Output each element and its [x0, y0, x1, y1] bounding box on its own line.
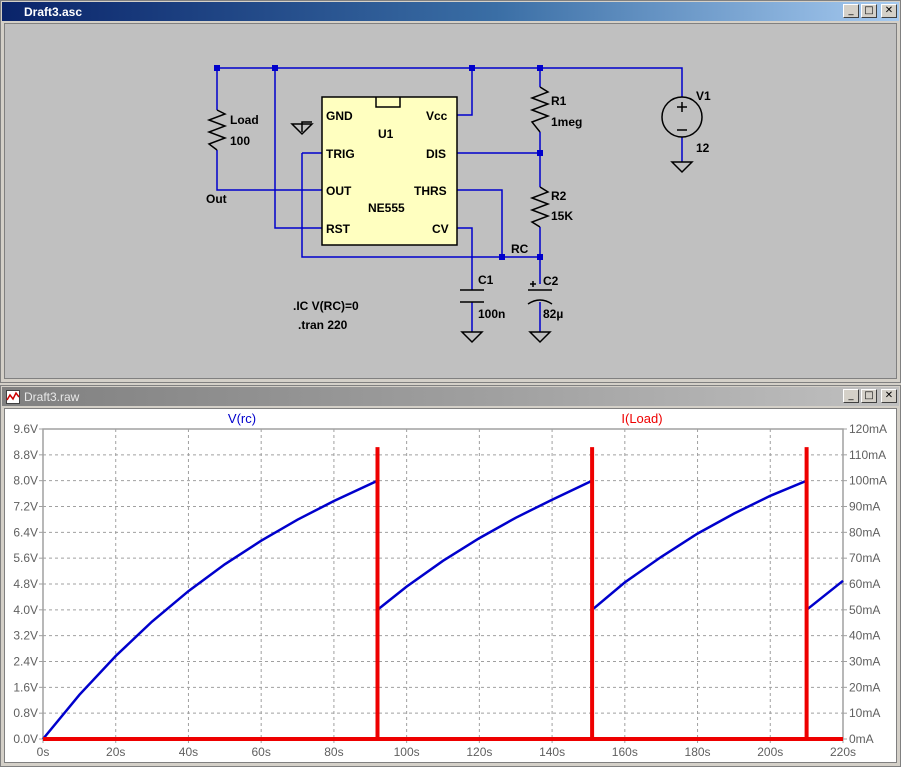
ground-icons: [460, 161, 694, 344]
y-left-tick-label: 5.6V: [13, 551, 38, 565]
pin-out-label: OUT: [326, 184, 352, 198]
y-right-tick-label: 40mA: [849, 629, 880, 643]
x-tick-label: 160s: [612, 745, 638, 759]
close-button[interactable]: ✕: [881, 4, 897, 18]
y-left-tick-label: 4.0V: [13, 603, 38, 617]
iload-trace: [43, 447, 843, 741]
y-right-tick-label: 110mA: [849, 448, 886, 462]
r1-resistor[interactable]: [529, 86, 551, 133]
maximize-button[interactable]: □: [861, 389, 877, 403]
x-tick-label: 100s: [394, 745, 420, 759]
rc-net-label: RC: [511, 242, 529, 256]
waveform-title: Draft3.raw: [24, 389, 80, 404]
load-resistor[interactable]: [206, 109, 228, 151]
x-tick-label: 80s: [324, 745, 343, 759]
x-tick-label: 180s: [685, 745, 711, 759]
ne555-ic[interactable]: [321, 96, 458, 246]
tran-directive[interactable]: .tran 220: [298, 318, 348, 332]
v1-source[interactable]: [661, 96, 703, 138]
schematic-svg[interactable]: Load 100 Out U1 NE555 GND Vcc TRIG DIS O…: [5, 24, 898, 380]
c2-capacitor[interactable]: [527, 281, 553, 305]
y-right-tick-label: 20mA: [849, 680, 880, 694]
wires: [216, 67, 683, 332]
y-left-tick-label: 6.4V: [13, 525, 38, 539]
y-left-tick-label: 8.8V: [13, 448, 38, 462]
c1-name-label: C1: [478, 273, 494, 287]
v1-value-label: 12: [696, 141, 710, 155]
gnd-pin-ground-icon: [290, 121, 314, 136]
pin-trig-label: TRIG: [326, 147, 355, 161]
pin-thrs-label: THRS: [414, 184, 447, 198]
ic-directive[interactable]: .IC V(RC)=0: [293, 299, 359, 313]
r2-resistor[interactable]: [529, 186, 551, 228]
y-right-tick-label: 10mA: [849, 706, 880, 720]
iload-legend-label: I(Load): [621, 411, 662, 426]
pin-rst-label: RST: [326, 222, 351, 236]
y-right-tick-label: 90mA: [849, 500, 880, 514]
r2-name-label: R2: [551, 189, 567, 203]
pin-cv-label: CV: [432, 222, 449, 236]
r1-name-label: R1: [551, 94, 567, 108]
close-button[interactable]: ✕: [881, 389, 897, 403]
v1-name-label: V1: [696, 89, 711, 103]
pin-gnd-label: GND: [326, 109, 353, 123]
c2-name-label: C2: [543, 274, 559, 288]
schematic-title: Draft3.asc: [24, 4, 83, 19]
waveform-title-bar[interactable]: Draft3.raw _ □ ✕: [2, 387, 899, 406]
y-left-tick-label: 2.4V: [13, 655, 38, 669]
x-tick-label: 220s: [830, 745, 856, 759]
vrc-legend-label: V(rc): [228, 411, 256, 426]
schematic-title-bar[interactable]: Draft3.asc _ □ ✕: [2, 2, 899, 21]
waveform-window: Draft3.raw _ □ ✕ 0s 20s 40s 60s 80s 100s 120s 1…: [0, 385, 901, 767]
y-right-tick-label: 70mA: [849, 551, 880, 565]
y-left-tick-label: 4.8V: [13, 577, 38, 591]
r2-value-label: 15K: [551, 209, 573, 223]
vrc-trace: [42, 478, 844, 740]
load-name-label: Load: [230, 113, 259, 127]
schematic-window: Draft3.asc _ □ ✕: [0, 0, 901, 383]
x-tick-label: 120s: [466, 745, 492, 759]
waveform-plot[interactable]: 0s 20s 40s 60s 80s 100s 120s 140s 160s 180s 200s 22…: [5, 409, 898, 764]
x-tick-label: 20s: [106, 745, 125, 759]
out-net-label: Out: [206, 192, 227, 206]
y-right-tick-label: 50mA: [849, 603, 880, 617]
ic-part-label: NE555: [368, 201, 405, 215]
y-left-tick-label: 1.6V: [13, 680, 38, 694]
minimize-button[interactable]: _: [843, 4, 859, 18]
y-left-tick-label: 3.2V: [13, 629, 38, 643]
y-left-tick-label: 0.8V: [13, 706, 38, 720]
pin-vcc-label: Vcc: [426, 109, 448, 123]
maximize-button[interactable]: □: [861, 4, 877, 18]
x-tick-label: 140s: [539, 745, 565, 759]
x-tick-label: 0s: [37, 745, 50, 759]
c1-value-label: 100n: [478, 307, 505, 321]
load-value-label: 100: [230, 134, 250, 148]
x-tick-label: 40s: [179, 745, 198, 759]
y-right-tick-label: 80mA: [849, 525, 880, 539]
junctions: [214, 65, 543, 260]
pin-dis-label: DIS: [426, 147, 446, 161]
plot-pane[interactable]: 0s 20s 40s 60s 80s 100s 120s 140s 160s 180s 200s 22…: [4, 408, 897, 763]
y-left-tick-label: 8.0V: [13, 474, 38, 488]
y-right-tick-label: 0mA: [849, 732, 874, 746]
c1-capacitor[interactable]: [460, 289, 484, 303]
y-right-tick-label: 120mA: [849, 422, 887, 436]
y-left-tick-label: 7.2V: [13, 500, 38, 514]
y-right-tick-label: 60mA: [849, 577, 880, 591]
x-tick-label: 200s: [757, 745, 783, 759]
ic-name-label: U1: [378, 127, 394, 141]
waveform-icon: [6, 389, 20, 404]
c2-value-label: 82µ: [543, 307, 563, 321]
y-left-tick-label: 9.6V: [13, 422, 38, 436]
y-left-tick-label: 0.0V: [13, 732, 38, 746]
x-tick-label: 60s: [252, 745, 271, 759]
y-right-tick-label: 30mA: [849, 655, 880, 669]
schematic-canvas[interactable]: Load 100 Out U1 NE555 GND Vcc TRIG DIS O…: [4, 23, 897, 379]
y-right-tick-label: 100mA: [849, 474, 887, 488]
r1-value-label: 1meg: [551, 115, 582, 129]
minimize-button[interactable]: _: [843, 389, 859, 403]
